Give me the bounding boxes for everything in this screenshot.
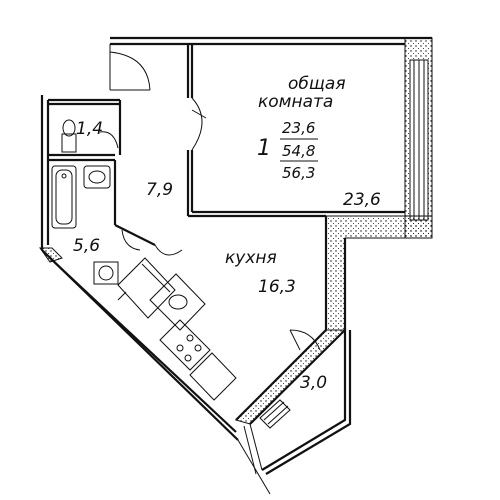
balcony [237,330,352,495]
wc-toilet [61,119,77,153]
balcony-area: 3,0 [300,373,327,393]
hall-area: 7,9 [146,180,173,200]
kitchen-right-wall [235,215,433,425]
living-room-name-line2: комната [258,92,333,112]
apartment-number: 1 [257,136,271,161]
kitchen-name: кухня [225,248,277,268]
living-window [250,211,274,217]
apartment-area-with-balcony: 56,3 [282,164,315,182]
bathtub [51,165,77,229]
living-room-area: 23,6 [343,190,381,210]
balcony-fixture [259,399,291,429]
living-room-name-line1: общая [288,74,346,94]
hall-partitions [48,44,183,256]
kitchen-counter [117,257,237,401]
washing-machine [93,261,119,285]
apartment-living-area: 23,6 [282,119,315,137]
apartment-total-area: 54,8 [282,142,315,160]
bathroom-area: 5,6 [73,236,100,256]
wc-area: 1,4 [76,119,103,139]
kitchen-door [289,329,321,351]
outer-walls [39,36,433,441]
kitchen-area: 16,3 [258,277,296,297]
sink-bath [83,165,111,189]
